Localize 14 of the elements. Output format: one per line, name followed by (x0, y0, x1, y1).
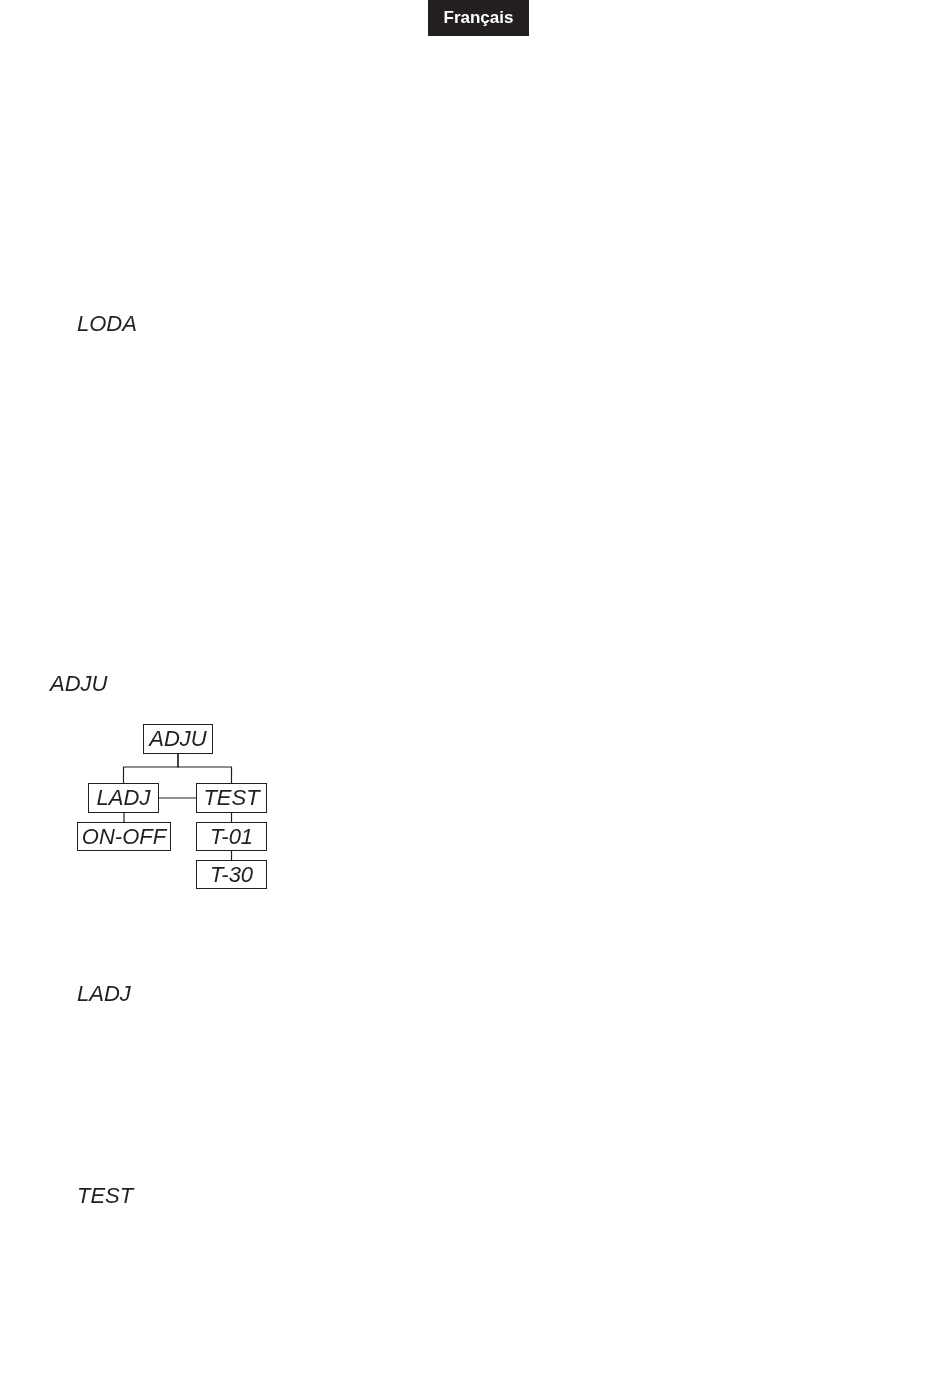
menu-heading: LODA (77, 310, 137, 338)
connector-line (158, 797, 197, 799)
display-box: ADJU (143, 724, 213, 754)
language-tab: Français (428, 0, 529, 36)
display-box: ON-OFF (77, 822, 171, 851)
menu-heading: ADJU (50, 670, 108, 698)
display-box: T-01 (196, 822, 267, 851)
menu-heading: TEST (77, 1182, 134, 1210)
display-box: TEST (196, 783, 267, 813)
display-box: LADJ (88, 783, 159, 813)
connector-line (123, 812, 125, 823)
display-box: T-30 (196, 860, 267, 889)
menu-heading: LADJ (77, 980, 131, 1008)
connector-line (177, 753, 233, 784)
